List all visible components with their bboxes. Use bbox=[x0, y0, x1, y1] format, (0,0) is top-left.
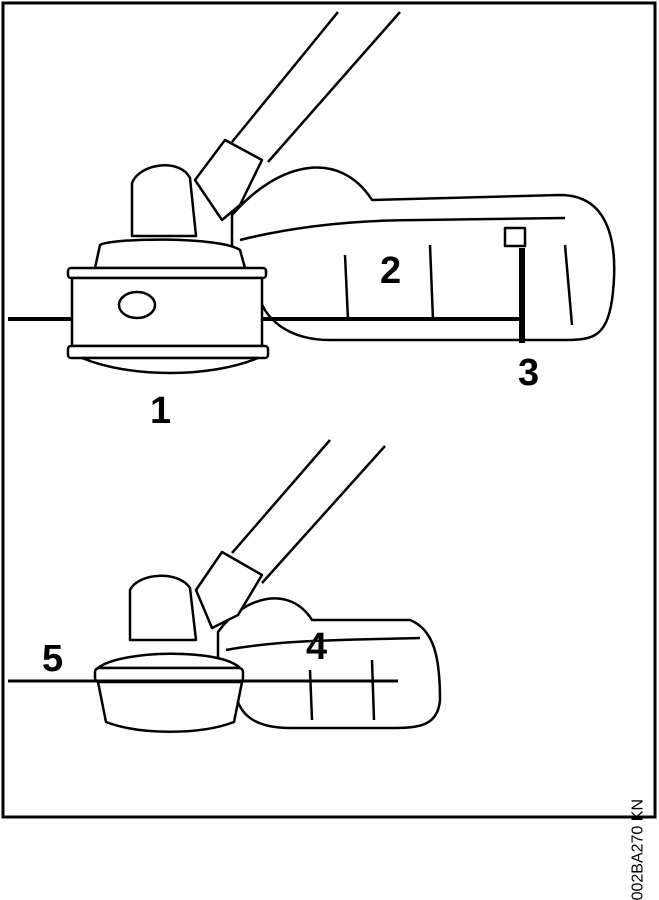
bottom-shaft-line-a bbox=[231, 439, 331, 554]
top-head-rim-upper bbox=[66, 266, 268, 280]
top-guard-rib-a bbox=[343, 254, 350, 321]
top-head-bottom bbox=[80, 356, 260, 375]
callout-4: 4 bbox=[306, 626, 328, 668]
top-deflector-guard bbox=[230, 166, 616, 342]
top-shaft-line-a bbox=[231, 11, 339, 143]
bottom-head-top bbox=[96, 652, 242, 670]
callout-2: 2 bbox=[380, 250, 402, 292]
bottom-illustration bbox=[93, 439, 442, 733]
top-blade-bracket bbox=[503, 226, 527, 248]
top-gearbox bbox=[193, 138, 264, 222]
bottom-guard-inner-edge bbox=[225, 636, 421, 652]
bottom-shaft-line-b bbox=[261, 445, 386, 584]
figure-frame bbox=[1, 1, 657, 819]
bottom-guard-rib-b bbox=[370, 659, 376, 721]
bottom-gearbox bbox=[194, 550, 264, 630]
top-head-spool bbox=[70, 276, 264, 348]
top-cap bbox=[130, 164, 198, 238]
bottom-cap bbox=[128, 574, 198, 642]
bottom-guard-rib-a bbox=[308, 669, 314, 721]
top-head-window bbox=[117, 290, 157, 320]
top-illustration bbox=[66, 11, 616, 375]
figure-code: 002BA270 KN bbox=[629, 799, 646, 900]
callout-3: 3 bbox=[518, 352, 540, 394]
bottom-deflector-guard bbox=[216, 597, 442, 730]
top-guard-inner-edge bbox=[239, 216, 566, 242]
top-head-top bbox=[93, 238, 247, 270]
trimmer-head-diagram bbox=[1, 1, 657, 819]
top-head-rim-lower bbox=[66, 344, 270, 360]
top-guard-rib-c bbox=[563, 244, 574, 326]
top-shaft-line-b bbox=[267, 11, 401, 163]
callout-1: 1 bbox=[150, 390, 172, 432]
callout-5: 5 bbox=[42, 638, 64, 680]
bottom-head-body bbox=[96, 680, 244, 733]
top-guard-rib-b bbox=[428, 244, 435, 321]
